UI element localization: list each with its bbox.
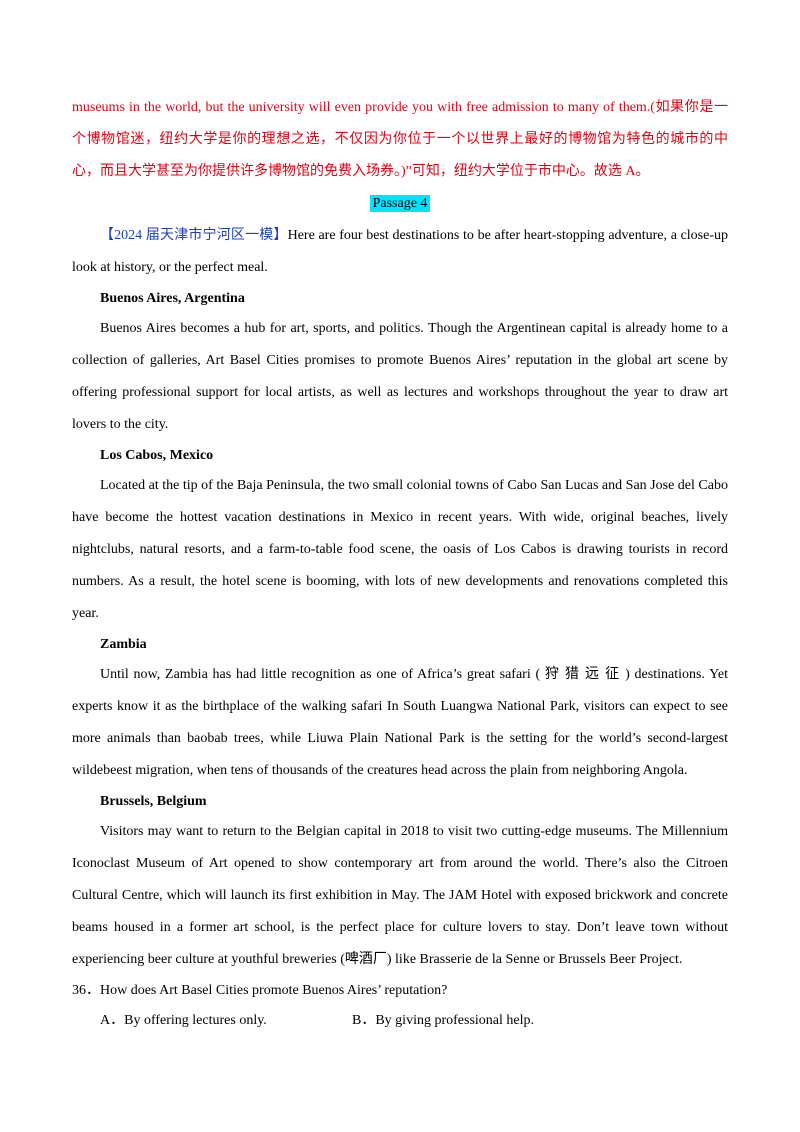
section-body-zambia: Until now, Zambia has had little recogni… <box>72 667 728 778</box>
passage-intro: 【2024 届天津市宁河区一模】Here are four best desti… <box>72 220 728 284</box>
question-options: A．By offering lectures only. B．By giving… <box>72 1006 728 1036</box>
source-tag: 【2024 届天津市宁河区一模】 <box>100 228 288 243</box>
option-b[interactable]: B．By giving professional help. <box>352 1013 534 1028</box>
section-heading-zambia: Zambia <box>100 637 147 652</box>
passage-label-row: Passage 4 <box>72 188 728 220</box>
section-heading-los-cabos: Los Cabos, Mexico <box>100 448 214 463</box>
document-page: museums in the world, but the university… <box>72 92 728 1036</box>
previous-answer-explanation: museums in the world, but the university… <box>72 100 728 179</box>
question-36: 36．How does Art Basel Cities promote Bue… <box>72 983 448 998</box>
section-heading-brussels: Brussels, Belgium <box>100 794 207 809</box>
section-heading-buenos-aires: Buenos Aires, Argentina <box>100 291 245 306</box>
intro-text: Here are four best destinations to be af… <box>72 228 729 275</box>
passage-label: Passage 4 <box>369 195 431 212</box>
option-a[interactable]: A．By offering lectures only. <box>100 1013 267 1028</box>
section-body-brussels: Visitors may want to return to the Belgi… <box>72 824 728 967</box>
section-body-buenos-aires: Buenos Aires becomes a hub for art, spor… <box>72 321 728 432</box>
section-body-los-cabos: Located at the tip of the Baja Peninsula… <box>72 478 728 621</box>
